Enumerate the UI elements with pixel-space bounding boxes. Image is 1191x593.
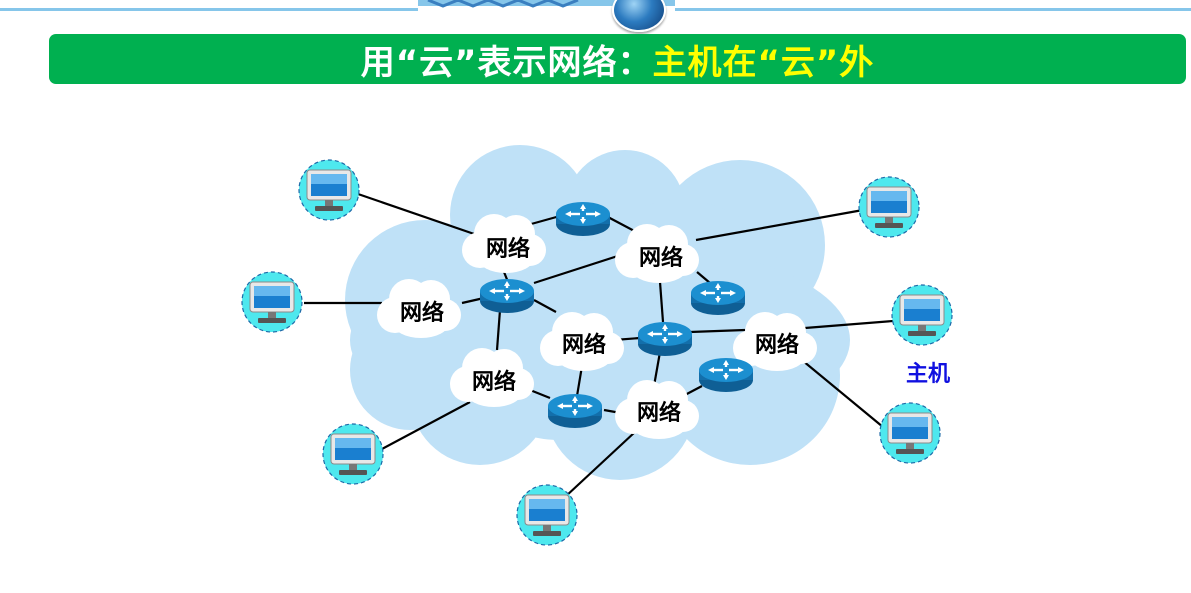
router-icon xyxy=(546,392,604,430)
network-cloud-5: 网络 xyxy=(450,348,534,407)
network-cloud-1: 网络 xyxy=(462,214,546,273)
host-computer-icon xyxy=(858,176,920,238)
router-icon xyxy=(478,277,536,315)
network-label: 网络 xyxy=(639,245,683,271)
network-links xyxy=(304,192,894,498)
network-label: 网络 xyxy=(486,236,530,262)
host-computer-icon xyxy=(516,484,578,546)
page-title-banner: 用“云”表示网络：主机在“云”外 xyxy=(49,34,1186,84)
host-label: 主机 xyxy=(906,362,950,387)
header-rule-right xyxy=(675,8,1191,11)
host-computer-icon xyxy=(879,402,941,464)
page-title: 用“云”表示网络： xyxy=(360,42,653,83)
router-icon xyxy=(636,320,694,358)
header-rule-left xyxy=(0,8,418,11)
router-icon xyxy=(697,356,755,394)
network-label: 网络 xyxy=(562,332,606,358)
network-cloud-2: 网络 xyxy=(615,224,699,283)
network-label: 网络 xyxy=(400,300,444,326)
network-label: 网络 xyxy=(637,400,681,426)
header-decoration xyxy=(418,0,675,8)
router-icon xyxy=(554,200,612,238)
network-cloud-4: 网络 xyxy=(540,312,624,371)
host-computer-icon xyxy=(241,271,303,333)
host-computer-icon xyxy=(891,284,953,346)
host-computer-icon xyxy=(298,159,360,221)
network-label: 网络 xyxy=(755,332,799,358)
router-icon xyxy=(689,279,747,317)
network-cloud-7: 网络 xyxy=(733,312,817,371)
network-label: 网络 xyxy=(472,369,516,395)
network-cloud-6: 网络 xyxy=(615,380,699,439)
page-title-highlight: 主机在“云”外 xyxy=(652,42,875,83)
host-computer-icon xyxy=(322,423,384,485)
network-cloud-3: 网络 xyxy=(377,279,461,338)
